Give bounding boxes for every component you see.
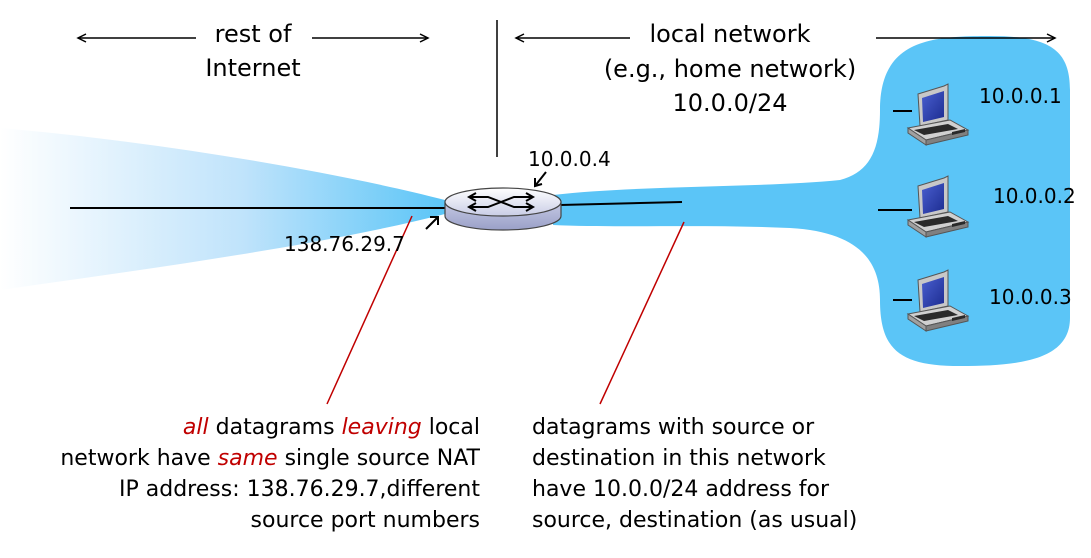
host2-address: 10.0.0.2	[993, 184, 1076, 208]
text-network-have: network have	[60, 446, 218, 471]
header-rest-line1: rest of	[214, 20, 292, 48]
router-public-address: 138.76.29.7	[284, 232, 405, 256]
left-annotation: all datagrams leaving local network have…	[60, 412, 480, 536]
right-annotation-line4: source, destination (as usual)	[532, 508, 858, 533]
header-local-subnet: 10.0.0/24	[672, 89, 788, 117]
right-annotation: datagrams with source or destination in …	[532, 412, 857, 536]
right-annotation-line3: have 10.0.0/24 address for	[532, 477, 830, 502]
em-leaving: leaving	[341, 415, 422, 440]
host3-address: 10.0.0.3	[989, 285, 1072, 309]
text-local: local	[421, 415, 480, 440]
text-single-source: single source NAT	[277, 446, 480, 471]
pointer-router-public	[425, 216, 439, 230]
em-all: all	[182, 415, 209, 440]
pointer-router-local	[534, 171, 547, 187]
left-annotation-line3: IP address: 138.76.29.7,different	[119, 477, 480, 502]
router-icon	[444, 187, 562, 231]
router-local-address: 10.0.0.4	[528, 147, 611, 171]
callout-line-left	[326, 215, 413, 405]
header-local-line1: local network	[649, 20, 811, 48]
right-annotation-line1: datagrams with source or	[532, 415, 815, 440]
em-same: same	[217, 446, 278, 471]
text-datagrams: datagrams	[208, 415, 342, 440]
callout-line-right	[599, 221, 685, 405]
header-local-line2: (e.g., home network)	[603, 55, 857, 83]
left-annotation-line4: source port numbers	[250, 508, 480, 533]
left-annotation-line2: network have same single source NAT	[60, 443, 480, 474]
right-annotation-line2: destination in this network	[532, 446, 826, 471]
header-rest-line2: Internet	[205, 54, 301, 82]
local-link	[559, 201, 683, 206]
host1-address: 10.0.0.1	[979, 84, 1062, 108]
left-annotation-line1: all datagrams leaving local	[60, 412, 480, 443]
